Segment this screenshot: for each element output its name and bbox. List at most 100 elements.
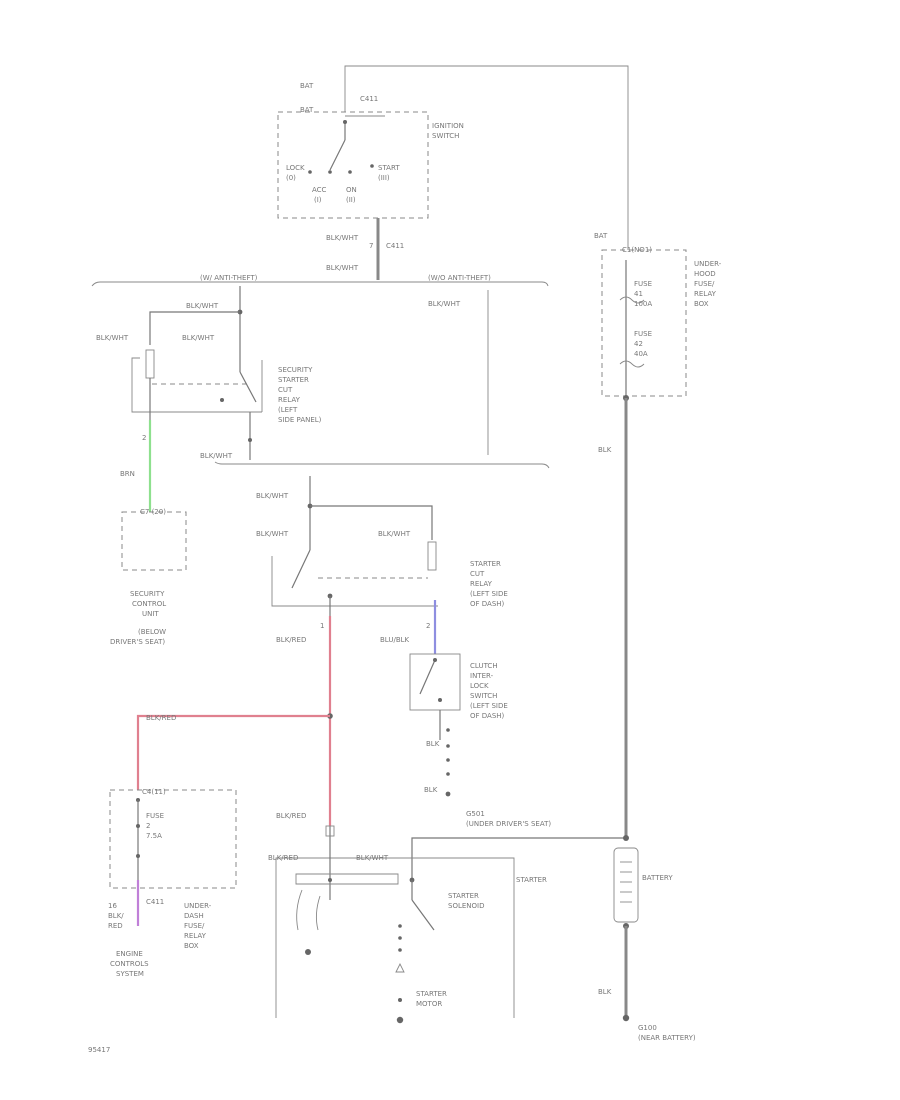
ignition-name-2: SWITCH bbox=[432, 132, 459, 140]
clutch-line6: OF DASH) bbox=[470, 712, 505, 720]
ignition-out-wire2: BLK/WHT bbox=[326, 264, 359, 272]
security-unit-line5: DRIVER'S SEAT) bbox=[110, 638, 165, 646]
starter-motor-ground bbox=[396, 1016, 404, 1024]
ignition-start-pos: (III) bbox=[378, 174, 390, 182]
engine-controls-line3: SYSTEM bbox=[116, 970, 144, 978]
ground-g501-loc: (UNDER DRIVER'S SEAT) bbox=[466, 820, 551, 828]
hood-fuse-line5: BOX bbox=[694, 300, 709, 308]
hood-fuse-line1: UNDER- bbox=[694, 260, 722, 268]
starter-motor-2: MOTOR bbox=[416, 1000, 442, 1008]
distribution-bus: (W/ ANTI-THEFT) (W/O ANTI-THEFT) BLK/WHT bbox=[91, 274, 550, 469]
dash-fuse-wire-id: 16 bbox=[108, 902, 117, 910]
starter-frame bbox=[295, 873, 399, 885]
hood-fuse-wire: BLK bbox=[598, 446, 612, 454]
clutch-interlock-switch: CLUTCH INTER- LOCK SWITCH (LEFT SIDE OF … bbox=[409, 653, 508, 797]
starter-housing bbox=[275, 857, 515, 1018]
cut-relay-wire-out: BLK/RED bbox=[276, 636, 306, 644]
cut-relay-coil bbox=[427, 541, 437, 571]
starter-motor-dot-4 bbox=[398, 998, 402, 1002]
ignition-bat-in: BAT bbox=[300, 82, 314, 90]
under-dash-fuse-box: C4(11) FUSE 2 7.5A C411 16 BLK/ RED UNDE… bbox=[108, 788, 237, 978]
ignition-contact-lock bbox=[308, 170, 312, 174]
dash-fuse-wire-c2: RED bbox=[108, 922, 123, 930]
ignition-contact-start bbox=[370, 164, 374, 168]
dash-fuse-node-a bbox=[136, 824, 140, 828]
sec-relay-node-bottom bbox=[248, 438, 252, 442]
ignition-pivot bbox=[343, 120, 347, 124]
ignition-arm-2 bbox=[329, 139, 346, 171]
starter-solenoid-1: STARTER bbox=[448, 892, 479, 900]
hood-fuse-bat: BAT bbox=[594, 232, 608, 240]
security-unit-line2: CONTROL bbox=[132, 600, 166, 608]
sec-relay-line4: RELAY bbox=[278, 396, 301, 404]
sec-relay-switch-arm bbox=[239, 371, 257, 403]
ignition-lock-pos: (0) bbox=[286, 174, 296, 182]
cut-relay-line2: CUT bbox=[470, 570, 485, 578]
cut-relay-line1: STARTER bbox=[470, 560, 501, 568]
dash-fuse-top-conn: C4(11) bbox=[142, 788, 166, 796]
sec-relay-frame bbox=[131, 357, 263, 413]
battery-node bbox=[623, 835, 629, 841]
cut-relay-wire-right: BLK/WHT bbox=[378, 530, 411, 538]
starter-brush-1 bbox=[296, 889, 321, 931]
dash-fuse-line5: BOX bbox=[184, 942, 199, 950]
starter-node-a bbox=[328, 878, 332, 882]
sec-relay-wire-left: BLK/WHT bbox=[96, 334, 129, 342]
junction-wire-label: BLK/RED bbox=[146, 714, 176, 722]
clutch-line3: LOCK bbox=[470, 682, 489, 690]
ignition-out-pin: 7 bbox=[369, 242, 373, 250]
hood-fuse2-symbol bbox=[619, 360, 645, 368]
ignition-contact-acc bbox=[328, 170, 332, 174]
dash-fuse-node-b bbox=[136, 854, 140, 858]
ignition-acc: ACC bbox=[312, 186, 327, 194]
hood-fuse-conn: C1(NO1) bbox=[622, 246, 652, 254]
dash-fuse-wire-c1: BLK/ bbox=[108, 912, 124, 920]
clutch-conn-dot-1 bbox=[446, 728, 450, 732]
hood-fuse-line3: FUSE/ bbox=[694, 280, 715, 288]
hood-fuse1-amp: 100A bbox=[634, 300, 652, 308]
battery-label: BATTERY bbox=[642, 874, 673, 882]
ignition-pin-b: BAT bbox=[300, 106, 314, 114]
starter-ground bbox=[305, 949, 311, 955]
ignition-pin-a: C411 bbox=[360, 95, 378, 103]
ignition-lock: LOCK bbox=[286, 164, 305, 172]
upper-bus-line bbox=[91, 281, 549, 287]
sec-relay-contact bbox=[220, 398, 224, 402]
security-unit-line4: (BELOW bbox=[138, 628, 166, 636]
hood-fuse1: FUSE bbox=[634, 280, 652, 288]
starter-connector bbox=[325, 825, 335, 837]
engine-controls-line2: CONTROLS bbox=[110, 960, 149, 968]
ignition-start: START bbox=[378, 164, 400, 172]
cut-relay-pin-blu: 2 bbox=[426, 622, 430, 630]
fuse-feed-wire bbox=[136, 714, 330, 790]
battery-gnd: G100 bbox=[638, 1024, 657, 1032]
hood-fuse-line4: RELAY bbox=[694, 290, 717, 298]
battery-feed-wire bbox=[344, 65, 629, 250]
ignition-name-1: IGNITION bbox=[432, 122, 464, 130]
clutch-line1: CLUTCH bbox=[470, 662, 498, 670]
dash-fuse-line2: DASH bbox=[184, 912, 204, 920]
clutch-switch-box bbox=[409, 653, 461, 711]
security-unit-line3: UNIT bbox=[142, 610, 159, 618]
diagram-code: 95417 bbox=[88, 1046, 110, 1054]
ignition-contact-on bbox=[348, 170, 352, 174]
hood-fuse1-symbol bbox=[619, 296, 645, 304]
ignition-on: ON bbox=[346, 186, 357, 194]
sec-relay-line1: SECURITY bbox=[278, 366, 313, 374]
g100-ground bbox=[622, 1014, 630, 1022]
battery-circuit: G501 (UNDER DRIVER'S SEAT) BATTERY BLK G… bbox=[411, 810, 696, 1042]
battery-gnd-loc: (NEAR BATTERY) bbox=[638, 1034, 696, 1042]
starter-motor-dot-2 bbox=[398, 936, 402, 940]
hood-fuse-line2: HOOD bbox=[694, 270, 716, 278]
starter-cut-relay: BLK/WHT BLK/WHT BLK/WHT STARTER CUT RELA… bbox=[256, 476, 508, 654]
hood-fuse2-no: 42 bbox=[634, 340, 643, 348]
ignition-acc-pos: (I) bbox=[314, 196, 322, 204]
clutch-conn-dot-3 bbox=[446, 758, 450, 762]
dash-fuse-amp: 7.5A bbox=[146, 832, 162, 840]
starter-feed: BLK/RED BLK/RED bbox=[136, 616, 333, 826]
dash-fuse-line4: RELAY bbox=[184, 932, 207, 940]
security-conn: C7 (20) bbox=[140, 508, 166, 516]
starter-solenoid-2: SOLENOID bbox=[448, 902, 484, 910]
cut-relay-frame bbox=[271, 556, 438, 607]
